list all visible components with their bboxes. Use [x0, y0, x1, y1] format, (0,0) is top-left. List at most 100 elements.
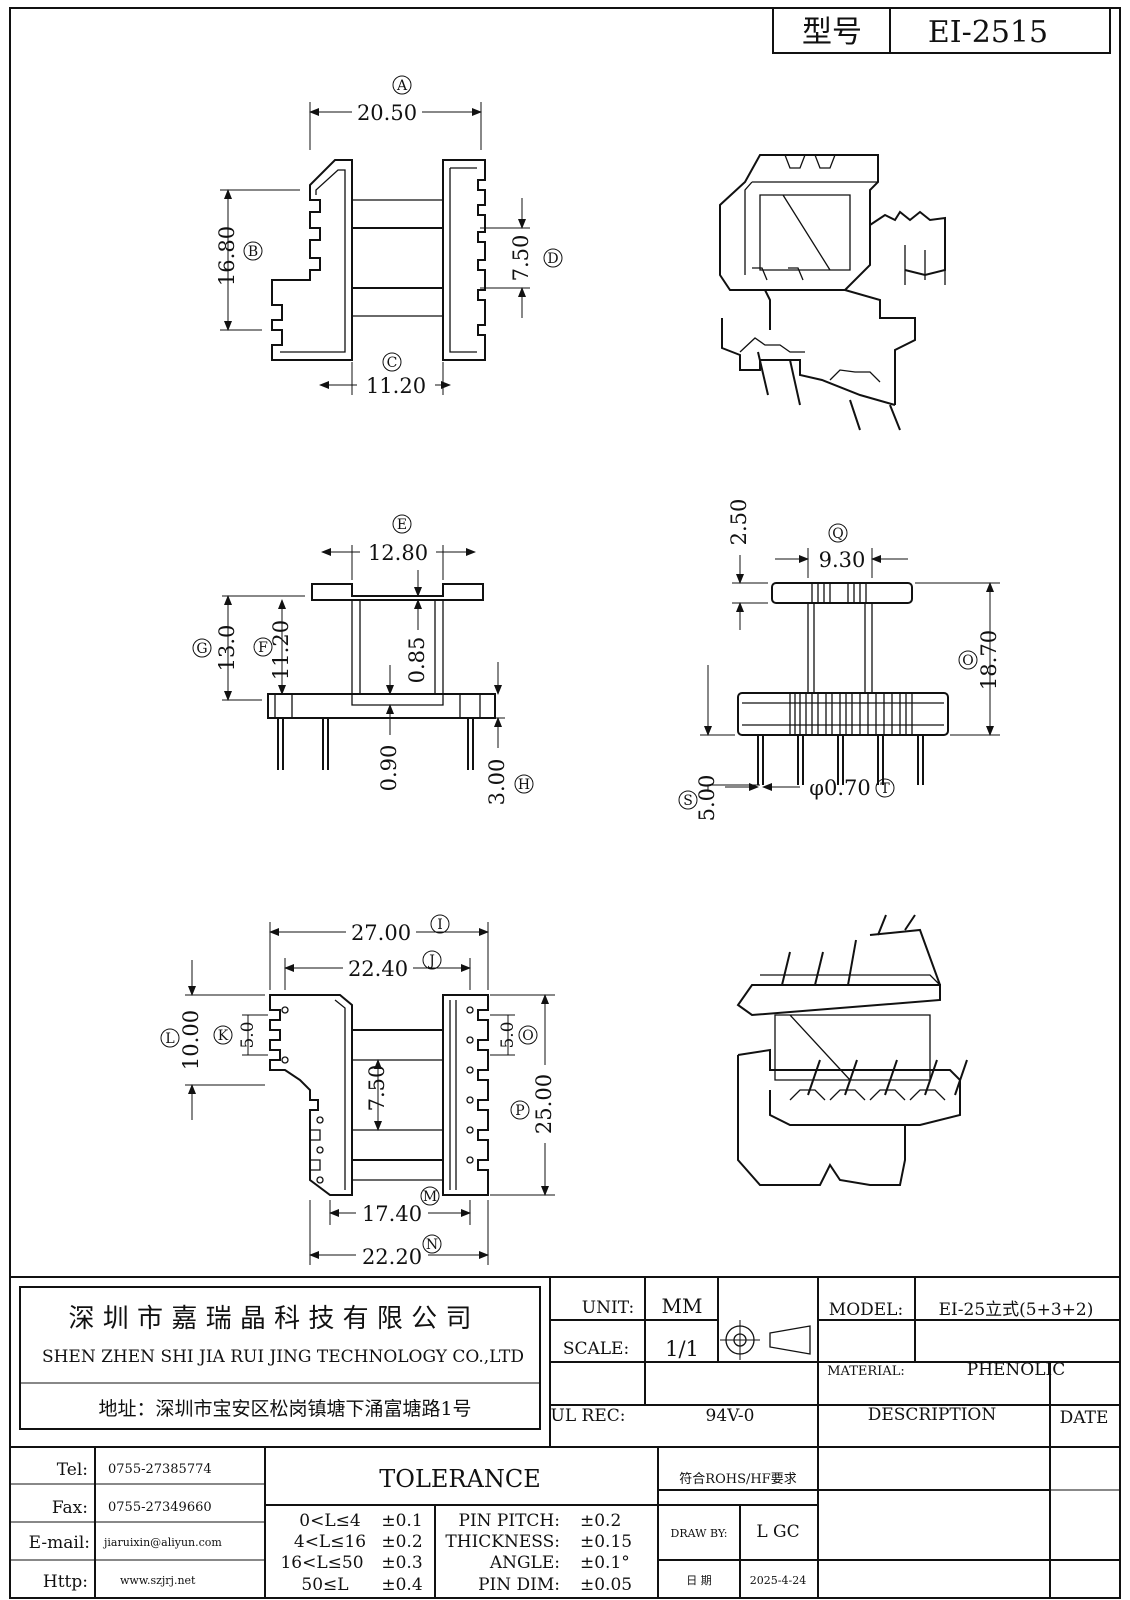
marker-b: B — [248, 244, 258, 260]
http-value: www.szjrj.net — [120, 1574, 196, 1587]
dim-n-value: 22.20 — [362, 1245, 422, 1269]
marker-l: L — [165, 1031, 174, 1047]
side-view-left: 12.80 E 13.0 G 11.20 F 0.85 0.90 3.00 H — [192, 514, 534, 806]
dim-b-value: 16.80 — [215, 226, 239, 286]
http-label: Http: — [43, 1572, 88, 1592]
tol-item-0-value: ±0.2 — [580, 1511, 621, 1531]
draw-by-value: L GC — [756, 1522, 799, 1542]
model-header-label: 型号 — [802, 15, 862, 50]
tel-label: Tel: — [57, 1460, 88, 1480]
tol-item-1-label: THICKNESS: — [445, 1532, 560, 1552]
description-label: DESCRIPTION — [868, 1405, 997, 1425]
tol-range-1: 4<L≤16 — [294, 1532, 366, 1552]
dim-wall-value: 0.85 — [405, 637, 429, 684]
marker-g: G — [196, 641, 207, 657]
ul-value: 94V-0 — [706, 1406, 755, 1426]
dim-o-height-value: 18.70 — [977, 630, 1001, 690]
dim-k-value: 5.0 — [238, 1021, 258, 1048]
tol-value-2: ±0.3 — [381, 1553, 422, 1573]
dim-d-value: 7.50 — [509, 235, 533, 282]
tol-item-2-label: ANGLE: — [489, 1553, 560, 1573]
marker-a: A — [396, 78, 408, 94]
dim-c-value: 11.20 — [366, 374, 426, 398]
company-name-en: SHEN ZHEN SHI JIA RUI JING TECHNOLOGY CO… — [42, 1347, 524, 1367]
dim-pin-dia-value: φ0.70 — [809, 776, 870, 800]
marker-j: J — [427, 953, 435, 969]
dim-l-value: 10.00 — [179, 1010, 203, 1070]
dim-h-value: 3.00 — [485, 759, 509, 806]
dim-core-value: 7.50 — [365, 1065, 389, 1112]
iso-view-top — [719, 154, 946, 431]
dim-m-value: 17.40 — [362, 1202, 422, 1226]
marker-p: P — [515, 1103, 524, 1119]
tol-value-1: ±0.2 — [381, 1532, 422, 1552]
dim-g-value: 13.0 — [215, 625, 239, 672]
marker-s: S — [683, 793, 693, 809]
scale-label: SCALE: — [563, 1339, 629, 1359]
marker-i: I — [437, 917, 443, 933]
tol-value-0: ±0.1 — [381, 1511, 422, 1531]
email-label: E-mail: — [29, 1533, 90, 1553]
model-header: 型号 EI-2515 — [772, 7, 1111, 54]
tolerance-items: PIN PITCH: ±0.2 THICKNESS: ±0.15 ANGLE: … — [445, 1511, 632, 1595]
marker-d: D — [547, 251, 558, 267]
iso-view-bottom — [736, 914, 968, 1186]
fax-value: 0755-27349660 — [108, 1500, 212, 1515]
tol-range-0: 0<L≤4 — [299, 1511, 360, 1531]
dim-s-value: 5.00 — [695, 775, 719, 822]
tol-item-0-label: PIN PITCH: — [459, 1511, 561, 1531]
tol-item-2-value: ±0.1° — [580, 1553, 630, 1573]
marker-t: T — [880, 781, 890, 797]
tolerance-title: TOLERANCE — [379, 1465, 540, 1493]
tolerance-ranges: 0<L≤4 ±0.1 4<L≤16 ±0.2 16<L≤50 ±0.3 50≤L… — [280, 1511, 422, 1595]
ul-label: UL REC: — [551, 1406, 626, 1426]
fax-label: Fax: — [52, 1498, 88, 1518]
dim-o-slot-value: 5.0 — [498, 1021, 518, 1048]
tol-item-3-value: ±0.05 — [580, 1575, 632, 1595]
sheet-border — [9, 7, 1121, 1599]
marker-n: N — [426, 1237, 438, 1253]
date-cn-label: 日 期 — [686, 1574, 712, 1587]
company-name-cn: 深 圳 市 嘉 瑞 晶 科 技 有 限 公 司 — [69, 1304, 472, 1334]
draw-by-label: DRAW BY: — [671, 1527, 728, 1540]
rohs-note: 符合ROHS/HF要求 — [679, 1471, 796, 1487]
marker-q: Q — [832, 526, 843, 542]
dim-j-value: 22.40 — [348, 957, 408, 981]
email-value: jiaruixin@aliyun.com — [102, 1536, 222, 1549]
date-value: 2025-4-24 — [750, 1574, 806, 1587]
side-view-right: 2.50 9.30 Q 18.70 O 5.00 S φ0.70 T — [678, 499, 1001, 822]
marker-m: M — [423, 1189, 437, 1205]
dim-p-value: 25.00 — [532, 1074, 556, 1134]
tol-range-2: 16<L≤50 — [280, 1553, 363, 1573]
material-value: PHENOLIC — [967, 1360, 1066, 1380]
tol-item-3-label: PIN DIM: — [478, 1575, 560, 1595]
marker-k: K — [218, 1028, 229, 1044]
dim-f-value: 11.20 — [269, 620, 293, 680]
bottom-view: 27.00 I 22.40 J 10.00 L 5.0 K 5.0 O — [160, 914, 556, 1269]
dim-i-value: 27.00 — [351, 921, 411, 945]
top-view: 20.50 A 16.80 B 11.20 C 7.50 D — [215, 75, 563, 398]
model-header-value: EI-2515 — [928, 15, 1048, 50]
tol-range-3: 50≤L — [301, 1575, 348, 1595]
unit-label: UNIT: — [582, 1298, 634, 1318]
material-label: MATERIAL: — [827, 1364, 904, 1379]
model-label: MODEL: — [829, 1300, 903, 1320]
scale-value: 1/1 — [665, 1337, 699, 1361]
dim-e-value: 12.80 — [368, 541, 428, 565]
marker-c: C — [387, 355, 398, 371]
marker-f: F — [258, 640, 268, 656]
marker-h: H — [518, 777, 530, 793]
dim-base-value: 0.90 — [377, 745, 401, 792]
marker-o: O — [962, 653, 973, 669]
marker-u: O — [522, 1028, 533, 1044]
tel-value: 0755-27385774 — [108, 1462, 212, 1477]
company-address: 地址：深圳市宝安区松岗镇塘下涌富塘路1号 — [98, 1398, 471, 1420]
projection-symbol-icon — [720, 1320, 811, 1360]
date-label: DATE — [1060, 1408, 1109, 1428]
tol-item-1-value: ±0.15 — [580, 1532, 632, 1552]
unit-value: MM — [662, 1294, 703, 1318]
dim-q-top-value: 2.50 — [727, 499, 751, 546]
model-value: EI-25立式(5+3+2) — [939, 1300, 1094, 1320]
marker-e: E — [397, 517, 407, 533]
